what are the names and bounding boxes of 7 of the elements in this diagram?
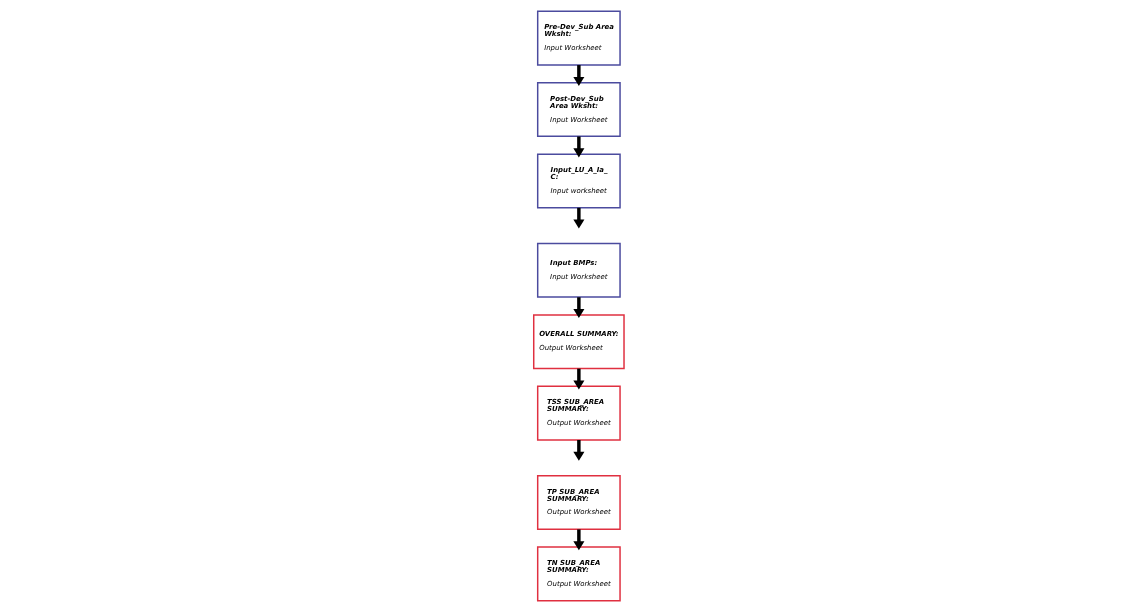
arrow — [572, 207, 584, 229]
arrow — [572, 529, 584, 551]
arrow — [572, 65, 584, 86]
arrow — [572, 136, 584, 158]
arrow — [572, 368, 584, 390]
arrow — [572, 440, 584, 461]
arrow — [572, 297, 584, 319]
